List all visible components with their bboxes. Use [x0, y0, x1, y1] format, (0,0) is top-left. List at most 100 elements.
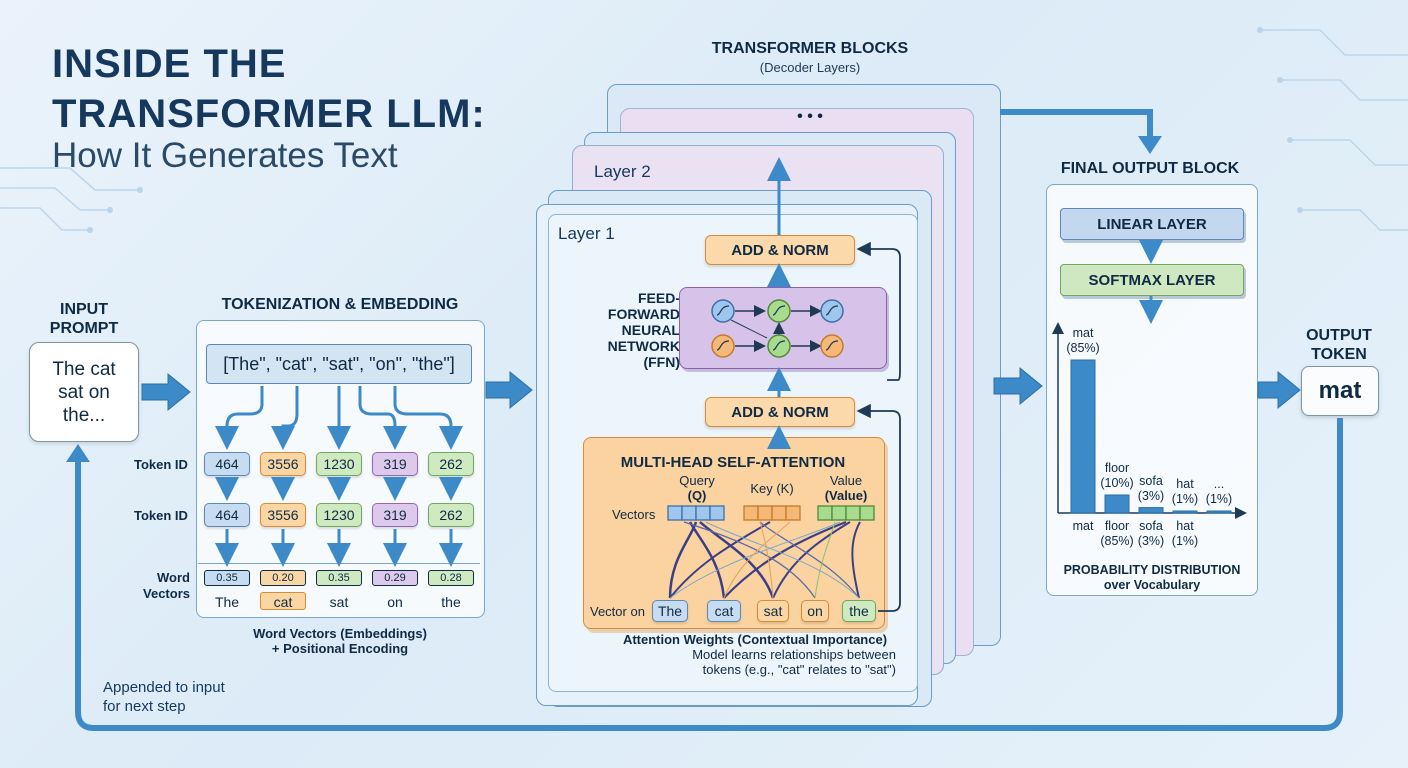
token-id-464-repeat: 464: [204, 503, 250, 527]
output-token: mat: [1318, 377, 1362, 404]
output-heading-line-2: TOKEN: [1311, 346, 1367, 363]
probability-caption-line-1: PROBABILITY DISTRIBUTION: [1063, 563, 1241, 577]
token-id-1230: 1230: [316, 452, 362, 476]
bar-floor: [1104, 494, 1130, 514]
arrow-tokenize-to-transformer: [485, 370, 533, 410]
word-vectors-label: Word Vectors: [134, 570, 190, 602]
bar-mat: [1070, 359, 1096, 514]
arrow-transformer-to-output: [993, 366, 1043, 406]
value-label-line-2: (Value): [824, 488, 868, 503]
token-id-262-repeat: 262: [428, 503, 474, 527]
embedding-caption-line-2: + Positional Encoding: [271, 641, 409, 656]
softmax-layer-box: SOFTMAX LAYER: [1060, 264, 1244, 296]
embedding-caption: Word Vectors (Embeddings) + Positional E…: [210, 626, 470, 656]
bar-top-label-line-1: hat: [1176, 477, 1194, 491]
title-line-3: How It Generates Text: [52, 136, 398, 175]
layers-ellipsis: • • •: [797, 108, 823, 125]
token-id-3556-repeat: 3556: [260, 503, 306, 527]
probability-caption-line-2: over Vocabulary: [1103, 578, 1201, 592]
ffn-node-orange-1: [711, 334, 735, 358]
tokens-string: [The", "cat", "sat", "on", "the"]: [223, 353, 455, 374]
bar-top-label-line-2: (3%): [1137, 488, 1165, 503]
vector-value-sat: 0.35: [316, 570, 362, 586]
add-norm-bottom: ADD & NORM: [705, 397, 855, 427]
attention-caption-1: Attention Weights (Contextual Importance…: [622, 632, 888, 647]
bar-bottom-label-line-1: sofa: [1139, 519, 1163, 533]
input-prompt-box: The cat sat on the...: [29, 342, 139, 442]
bar-top-label-0: mat(85%): [1061, 326, 1105, 356]
bar-sofa: [1138, 507, 1164, 514]
token-id-319-repeat: 319: [372, 503, 418, 527]
word-sat: sat: [329, 594, 349, 610]
vectors-label: Vectors: [612, 507, 656, 522]
ffn-label-line-3: NEURAL: [621, 322, 680, 338]
linear-layer-box: LINEAR LAYER: [1060, 208, 1244, 240]
output-heading-line-1: OUTPUT: [1306, 327, 1372, 344]
attn-token-cat: cat: [707, 600, 741, 622]
bar-top-label-4: ...(1%): [1197, 477, 1241, 507]
value-label: Value (Value): [815, 473, 877, 503]
bar-top-label-1: floor(10%): [1095, 461, 1139, 491]
layer-1-label: Layer 1: [558, 224, 615, 243]
vector-value-cat: 0.20: [260, 570, 306, 586]
ffn-node-green-1: [767, 299, 791, 323]
word-the-2: the: [441, 594, 461, 610]
input-heading-line-2: PROMPT: [49, 320, 119, 337]
bar-top-label-line-1: mat: [1072, 326, 1094, 340]
title-line-1: INSIDE THE: [52, 42, 287, 86]
word-vectors-label-line-1: Word: [157, 570, 190, 585]
attn-token-sat: sat: [757, 600, 789, 622]
probability-caption: PROBABILITY DISTRIBUTION over Vocabulary: [1062, 563, 1242, 593]
tokenization-heading: TOKENIZATION & EMBEDDING: [221, 296, 459, 313]
bar-top-label-line-2: (10%): [1100, 476, 1134, 490]
output-heading: OUTPUT TOKEN: [1296, 326, 1382, 364]
bar-bottom-label-line-1: hat: [1176, 519, 1194, 533]
bar-top-label-line-1: floor: [1104, 461, 1130, 475]
bar-bottom-label-line-2: (1%): [1171, 534, 1199, 548]
qkv-vectors: [667, 505, 875, 521]
word-on: on: [387, 594, 403, 610]
attn-token-the: The: [652, 600, 688, 622]
word-cat: cat: [260, 592, 306, 610]
input-text-line-3: the...: [62, 404, 106, 426]
vector-value-the-2: 0.28: [428, 570, 474, 586]
token-id-label-1: Token ID: [134, 457, 188, 472]
attention-block: [583, 437, 885, 629]
bar-bottom-label-line-2: (3%): [1137, 534, 1165, 548]
transformer-subheading: (Decoder Layers): [759, 60, 861, 75]
ffn-label-line-4: NETWORK: [607, 338, 680, 354]
ffn-label-line-5: (FFN): [643, 354, 680, 370]
embedding-caption-line-1: Word Vectors (Embeddings): [253, 626, 427, 641]
add-norm-top: ADD & NORM: [705, 235, 855, 265]
ffn-nodes: [711, 299, 844, 358]
attention-caption-3: tokens (e.g., "cat" relates to "sat"): [702, 662, 896, 677]
loop-caption-line-1: Appended to input: [103, 679, 225, 696]
attention-heading: MULTI-HEAD SELF-ATTENTION: [620, 454, 846, 471]
bar-bottom-label-line-1: floor: [1104, 519, 1130, 533]
attention-caption-2: Model learns relationships between: [692, 647, 896, 662]
input-heading-line-1: INPUT: [60, 301, 108, 318]
arrow-input-to-tokenize: [141, 372, 191, 412]
attention-weights: [668, 520, 861, 599]
input-prompt-heading: INPUT PROMPT: [30, 300, 138, 338]
loop-caption-line-2: for next step: [103, 698, 186, 715]
transformer-heading: TRANSFORMER BLOCKS: [711, 40, 909, 57]
token-id-319: 319: [372, 452, 418, 476]
output-token-box: mat: [1301, 366, 1379, 416]
ffn-node-orange-2: [820, 334, 844, 358]
bar-top-label-3: hat(1%): [1163, 477, 1207, 507]
bar-bottom-label-line-2: (85%): [1100, 534, 1134, 548]
ffn-label-line-1: FEED-: [638, 290, 680, 306]
token-id-262: 262: [428, 452, 474, 476]
query-label-line-1: Query: [679, 473, 715, 488]
query-label-line-2: (Q): [687, 488, 707, 503]
word-vectors-label-line-2: Vectors: [143, 586, 190, 601]
value-label-line-1: Value: [829, 473, 863, 488]
bar-bottom-label-3: hat(1%): [1163, 519, 1207, 549]
query-label: Query (Q): [668, 473, 726, 503]
token-id-1230-repeat: 1230: [316, 503, 362, 527]
bar-top-label-line-2: (1%): [1205, 492, 1233, 506]
bar-bottom-label-line-1: mat: [1072, 519, 1094, 533]
